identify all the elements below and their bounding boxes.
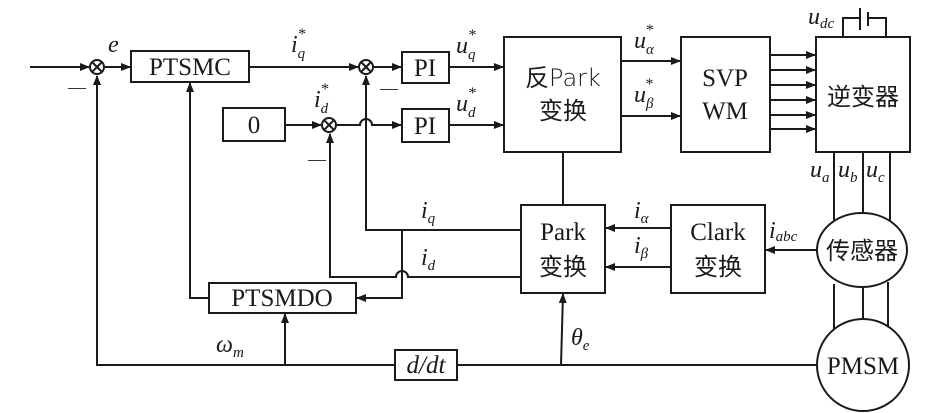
ptsmc-label: PTSMC <box>149 54 231 81</box>
label-id: id <box>421 245 436 274</box>
inverse-park-block[interactable]: 反Park 变换 <box>503 36 622 153</box>
label-ubeta-ref: uβ* <box>634 76 654 112</box>
pi-q-label: PI <box>414 55 436 82</box>
label-id-ref: id* <box>314 81 329 117</box>
sensor-block[interactable]: 传感器 <box>816 212 908 288</box>
inverter-block[interactable]: 逆变器 <box>815 36 911 153</box>
signal-labels: e iq* id* uq* ud* uα* uβ* udc ua ub uc i… <box>67 4 885 361</box>
ddt-block[interactable]: d/dt <box>394 349 458 381</box>
wire-sum3-pi <box>337 118 402 129</box>
label-e: e <box>108 32 119 58</box>
wire-theta-park <box>558 293 567 366</box>
svpwm-label-2: WM <box>702 98 748 125</box>
pmsm-label: PMSM <box>827 353 899 380</box>
ptsmdo-block[interactable]: PTSMDO <box>208 282 357 314</box>
label-ud-ref: ud* <box>456 85 477 121</box>
wire-iq-feedback <box>362 75 521 231</box>
inverter-label: 逆变器 <box>827 83 899 111</box>
wires <box>30 8 891 366</box>
minus-sign-speed: — <box>67 77 87 97</box>
sum-junction-id <box>321 117 337 133</box>
ptsmc-block[interactable]: PTSMC <box>130 50 250 83</box>
label-theta-e: θe <box>571 325 590 354</box>
pi-q-block[interactable]: PI <box>401 51 450 84</box>
minus-sign-id: — <box>307 149 327 169</box>
label-iq: iq <box>421 198 436 227</box>
ddt-label: d/dt <box>407 352 447 379</box>
clark-label-2: 变换 <box>694 253 742 281</box>
label-iq-ref: iq* <box>291 26 306 62</box>
label-uq-ref: uq* <box>456 27 477 63</box>
label-ialpha: iα <box>634 198 650 227</box>
label-ua: ua <box>810 157 830 186</box>
label-ualpha-ref: uα* <box>634 22 655 58</box>
svpwm-label-1: SVP <box>702 65 748 92</box>
sum-junction-speed <box>89 59 105 75</box>
pmsm-block[interactable]: PMSM <box>816 318 910 412</box>
label-ibeta: iβ <box>634 233 649 262</box>
park-label-1: Park <box>540 219 586 246</box>
label-ub: ub <box>838 157 858 186</box>
wire-dc-right <box>868 17 887 37</box>
label-uc: uc <box>866 157 885 186</box>
park-block[interactable]: Park 变换 <box>520 204 606 294</box>
label-iabc: iabc <box>769 218 798 245</box>
park-label-2: 变换 <box>539 253 587 281</box>
wire-speed-feedback <box>93 75 817 366</box>
pi-d-label: PI <box>414 113 436 140</box>
minus-sign-iq: — <box>379 78 399 98</box>
wire-iq-ptsmdo <box>356 230 403 302</box>
ptsmdo-label: PTSMDO <box>231 285 332 312</box>
wire-dc-left <box>842 17 860 37</box>
inverse-park-label-1: 反Park <box>525 64 601 92</box>
pi-d-block[interactable]: PI <box>401 108 450 143</box>
label-udc: udc <box>808 4 835 32</box>
inverse-park-label-2: 变换 <box>539 97 587 125</box>
clark-block[interactable]: Clark 变换 <box>670 204 766 294</box>
sum-junction-iq <box>358 59 374 75</box>
label-omega-m: ωm <box>216 332 244 361</box>
zero-block[interactable]: 0 <box>222 107 286 142</box>
svpwm-block[interactable]: SVP WM <box>680 36 771 153</box>
wire-ptsmdo-ptsmc <box>186 82 209 299</box>
zero-label: 0 <box>248 112 261 139</box>
clark-label-1: Clark <box>690 219 746 246</box>
sensor-label: 传感器 <box>826 237 898 265</box>
